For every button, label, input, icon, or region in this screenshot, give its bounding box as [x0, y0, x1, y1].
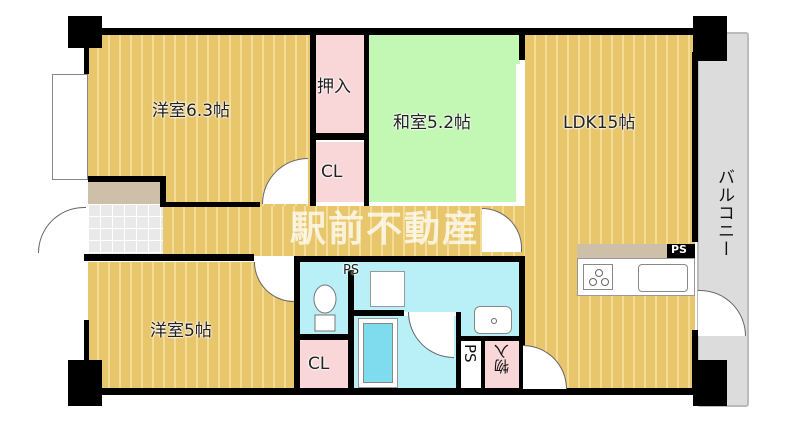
wall-w1-step: [160, 176, 166, 206]
pillar-top-right: [693, 16, 727, 61]
japanese-room: [367, 34, 520, 202]
washing-machine-pan: [370, 271, 405, 307]
closet-2-label: CL: [308, 354, 330, 374]
wall-vanity: [456, 312, 461, 390]
entrance-tile: [88, 204, 163, 254]
bathtub-icon: [358, 318, 398, 388]
stove-icon: [583, 264, 613, 290]
toilet-icon: [312, 283, 338, 333]
wall-toilet-bottom: [296, 334, 352, 340]
window-frame-left: [52, 74, 88, 180]
wall-vanity-bottom: [456, 336, 520, 341]
ps-box-kitchen: [667, 244, 695, 258]
ps-kitchen-label: PS: [671, 243, 687, 256]
pillar-bottom-left: [68, 360, 102, 406]
wall-wet-left: [294, 256, 300, 390]
wall-jp-right: [519, 34, 525, 60]
wall-w1-hall: [160, 202, 260, 207]
wall-right-upper: [692, 52, 698, 242]
monoire-label: 物入: [493, 344, 511, 374]
kitchen-backsplash: [577, 244, 669, 258]
balcony: [697, 32, 749, 407]
balcony-label: バルコニー: [714, 168, 734, 258]
wall-top: [84, 28, 698, 35]
ps-bath-label: PS: [461, 344, 479, 363]
closet-1: [315, 142, 365, 202]
fusuma-strip: [516, 64, 521, 204]
wall-wet-right: [519, 256, 525, 390]
pillar-top-left: [68, 16, 102, 48]
hallway: [163, 206, 525, 256]
western-room-2-label: 洋室5帖: [150, 321, 212, 341]
ps-bath: [460, 340, 482, 390]
closet-2: [300, 340, 348, 390]
closet-1-label: CL: [321, 162, 343, 182]
sink-icon: [638, 264, 688, 292]
oshiire-label: 押入: [317, 77, 351, 97]
wall-ps-right: [481, 336, 485, 390]
wall-bottom: [84, 388, 698, 395]
ldk: [525, 34, 695, 390]
wall-oshiire-mid: [310, 133, 368, 140]
wall-jp-left: [364, 34, 369, 206]
door-entrance[interactable]: [38, 207, 86, 253]
wall-left-lower: [84, 320, 89, 390]
wall-hall-bottom: [84, 254, 254, 261]
entrance-step: [88, 180, 163, 204]
oshiire: [315, 34, 365, 134]
wall-toilet-right: [348, 270, 354, 390]
ps-wet-label: PS: [343, 263, 360, 278]
japanese-room-label: 和室5.2帖: [393, 113, 472, 133]
monoire: [485, 340, 520, 390]
pillar-bottom-right: [693, 360, 727, 406]
wall-bath-top: [352, 310, 404, 316]
wall-w1-bottom: [88, 176, 166, 182]
wall-wet-top: [296, 256, 524, 262]
washbasin-icon: [474, 306, 512, 334]
wall-left-upper: [84, 28, 89, 74]
western-room-1-label: 洋室6.3帖: [152, 101, 231, 121]
wall-oshiire-left: [310, 34, 316, 206]
ldk-label: LDK15帖: [563, 113, 636, 133]
watermark: 駅前不動産: [290, 209, 481, 250]
